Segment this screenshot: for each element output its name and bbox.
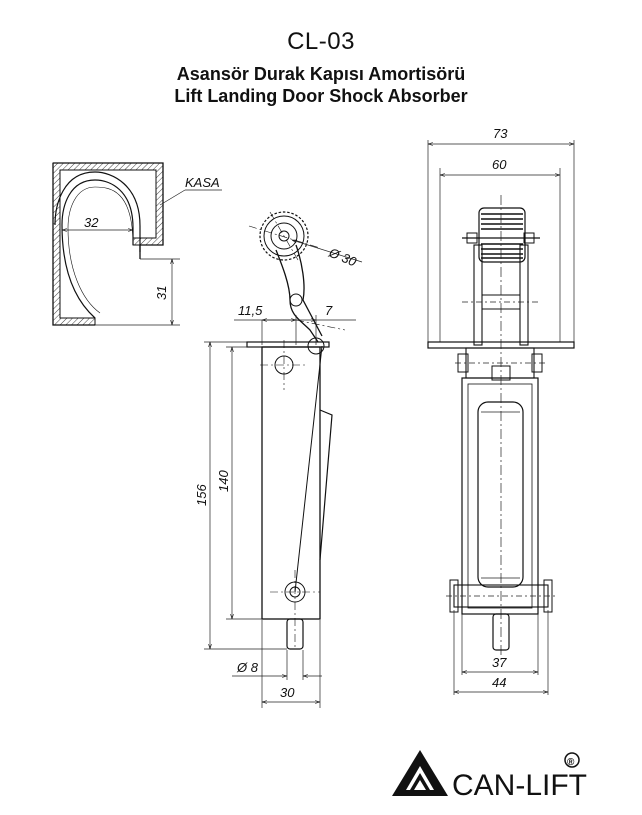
dim-73: 73 (493, 126, 508, 141)
subtitle-turkish: Asansör Durak Kapısı Amortisörü (176, 64, 466, 84)
side-view (204, 211, 363, 708)
kasa-profile (52, 162, 222, 326)
subtitle-english: Lift Landing Door Shock Absorber (174, 86, 468, 106)
dim-32: 32 (84, 215, 99, 230)
front-view (427, 140, 575, 695)
dim-60: 60 (492, 157, 507, 172)
dim-37: 37 (492, 655, 507, 670)
registered-mark: ® (567, 757, 575, 768)
dim-44: 44 (492, 675, 506, 690)
dim-140: 140 (216, 470, 231, 492)
dim-30: 30 (280, 685, 295, 700)
dim-dia-30: Ø 30 (326, 244, 359, 269)
dim-156: 156 (194, 484, 209, 506)
kasa-label: KASA (185, 175, 220, 190)
brand-logo: CAN-LIFT ® (392, 750, 587, 802)
dim-dia-8: Ø 8 (236, 660, 259, 675)
dim-11-5: 11,5 (238, 303, 263, 318)
model-title: CL-03 (287, 28, 355, 55)
dim-31: 31 (154, 286, 169, 300)
dim-7: 7 (325, 303, 333, 318)
brand-name: CAN-LIFT (452, 769, 587, 802)
